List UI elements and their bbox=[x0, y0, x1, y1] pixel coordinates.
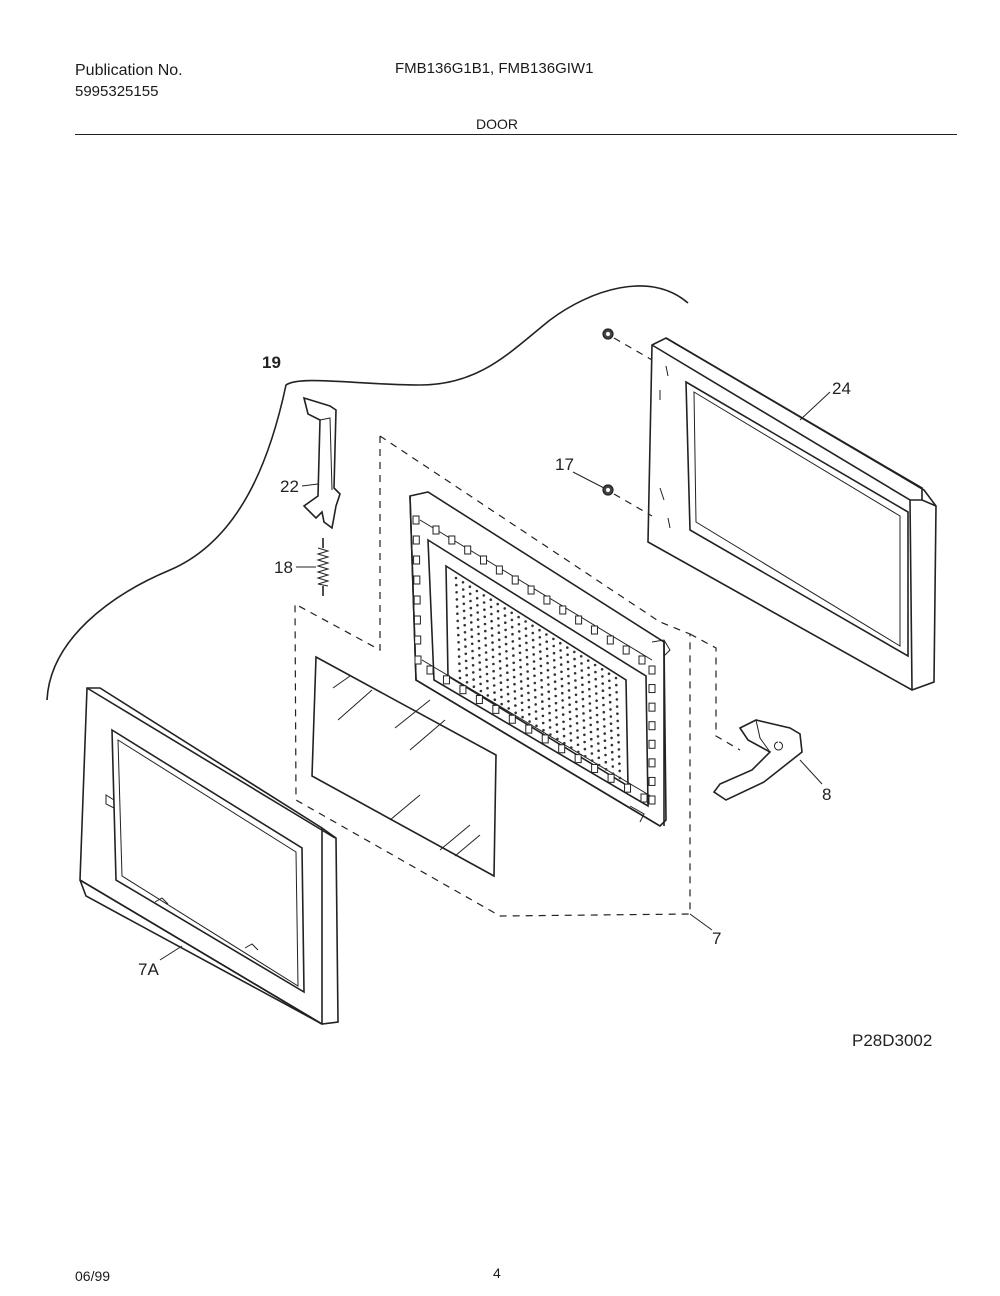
latch-22 bbox=[302, 396, 341, 530]
publication-label: Publication No. bbox=[75, 62, 183, 79]
callout-8: 8 bbox=[822, 785, 831, 804]
leader-17 bbox=[572, 471, 605, 489]
screw-17-top bbox=[602, 328, 653, 361]
hinge-8 bbox=[712, 719, 803, 801]
leader-7a bbox=[159, 945, 183, 961]
footer-page: 4 bbox=[493, 1265, 501, 1281]
callout-17: 17 bbox=[555, 455, 574, 474]
publication-number: 5995325155 bbox=[75, 83, 159, 100]
section-title: DOOR bbox=[476, 116, 518, 132]
hinge-guide-line bbox=[689, 633, 741, 751]
drawing-id: P28D3002 bbox=[852, 1031, 932, 1050]
callout-19: 19 bbox=[262, 353, 281, 372]
panel-edge-tabs bbox=[412, 515, 656, 805]
leader-8 bbox=[799, 759, 823, 785]
leader-22 bbox=[301, 483, 319, 487]
callout-7a: 7A bbox=[138, 960, 159, 979]
model-numbers: FMB136G1B1, FMB136GIW1 bbox=[395, 60, 594, 77]
callout-22: 22 bbox=[280, 477, 299, 496]
door-frame-7a bbox=[79, 687, 339, 1025]
leader-24 bbox=[799, 391, 831, 421]
header-rule bbox=[75, 134, 957, 135]
door-assembly-outline bbox=[294, 435, 691, 917]
screw-17-bottom bbox=[602, 484, 653, 517]
choke-frame-24 bbox=[647, 337, 937, 691]
assembly-boundary-curve bbox=[46, 285, 689, 701]
callout-24: 24 bbox=[832, 379, 851, 398]
spring-18 bbox=[316, 538, 330, 596]
callout-18: 18 bbox=[274, 558, 293, 577]
perforation-pattern bbox=[454, 576, 622, 780]
leader-7 bbox=[689, 913, 713, 931]
footer-date: 06/99 bbox=[75, 1268, 111, 1284]
glass-panel bbox=[311, 655, 497, 878]
callout-7: 7 bbox=[712, 929, 721, 948]
inner-door-panel bbox=[409, 491, 671, 828]
